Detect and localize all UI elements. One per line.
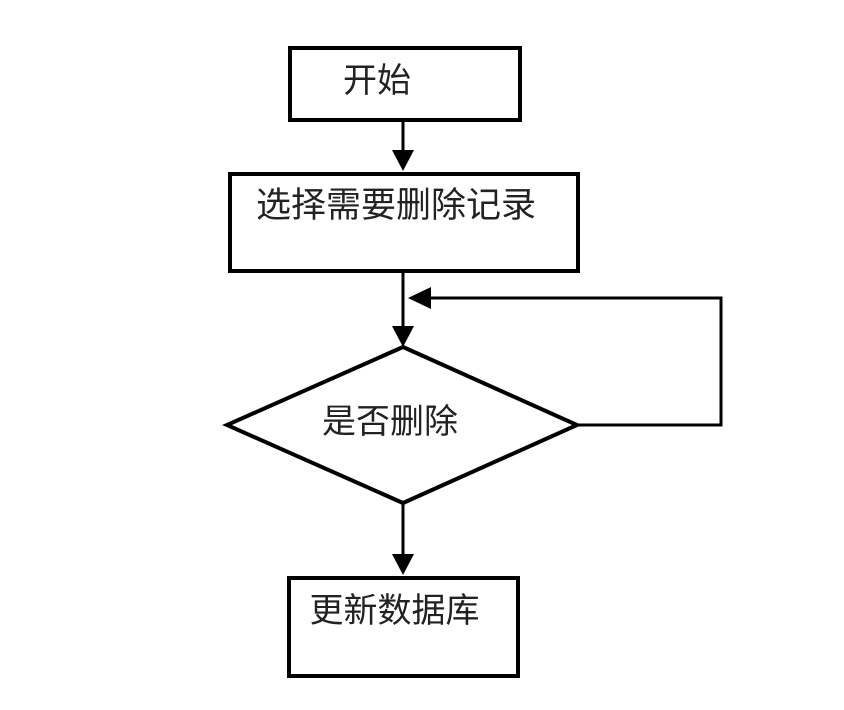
edge-loop-back-line bbox=[429, 296, 723, 427]
node-select-records-label: 选择需要删除记录 bbox=[255, 186, 536, 225]
node-select-records: 选择需要删除记录 bbox=[228, 172, 580, 273]
arrowhead-loop-into-mainline bbox=[408, 287, 431, 309]
node-update-database: 更新数据库 bbox=[287, 576, 520, 678]
node-decision-diamond-shape bbox=[222, 344, 582, 506]
arrowhead-into-update bbox=[392, 554, 414, 575]
node-decision: 是否删除 bbox=[227, 403, 577, 442]
node-start-label: 开始 bbox=[343, 63, 411, 101]
arrowhead-into-decision bbox=[392, 326, 414, 347]
node-start: 开始 bbox=[288, 46, 522, 122]
node-decision-label: 是否删除 bbox=[322, 404, 458, 441]
node-update-database-label: 更新数据库 bbox=[309, 593, 480, 630]
arrowhead-into-select bbox=[392, 150, 414, 171]
